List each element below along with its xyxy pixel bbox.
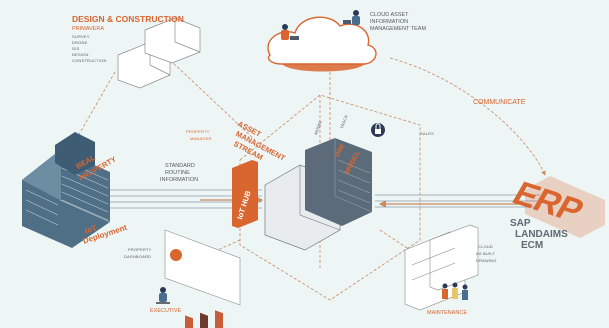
property-manager-label-1: PROPERTY (186, 129, 210, 134)
executive-label: EXECUTIVE (150, 308, 182, 314)
sales-tag: SALES (420, 131, 434, 136)
cloud-drawing-label-3: DRAWING (476, 258, 497, 263)
standard-info-label-3: INFORMATION (160, 177, 199, 183)
design-item-construction: CONSTRUCTION (72, 58, 107, 63)
iot-hub-box (232, 160, 258, 228)
maintenance-label: MAINTENANCE (427, 310, 468, 316)
bim-to-maintenance-line (379, 229, 411, 251)
cloud-drawing-label-1: CLOUD (478, 244, 494, 249)
property-dashboard-label-1: PROPERTY (128, 247, 152, 252)
design-construction-subtitle: PRIMAVERA (72, 26, 104, 32)
design-boxes-illustration (117, 17, 201, 89)
design-to-hub-line (169, 59, 256, 141)
design-item-design: DESIGN (72, 52, 89, 57)
communicate-arc (389, 57, 546, 176)
cloud-drawing-label-2: AS BUILT (476, 251, 496, 256)
cloud-team-label-3: MANAGEMENT TEAM (370, 26, 427, 32)
maintenance-drawings (404, 224, 479, 311)
erp-logo-shape (525, 176, 605, 238)
property-manager-label-2: MANAGER (190, 136, 212, 141)
central-cube-outline (239, 94, 421, 301)
erp-line-sap: SAP (510, 218, 531, 229)
lock-icon (371, 123, 385, 137)
cloud-team-label-2: INFORMATION (370, 19, 409, 25)
cloud-team-label-1: CLOUD ASSET (370, 12, 409, 18)
design-item-drone: DRONE (72, 40, 88, 45)
design-item-gis: GIS (72, 46, 80, 51)
standard-info-label-1: STANDARD (165, 163, 195, 169)
bim-building (264, 138, 373, 251)
property-dashboard-label-2: DASHBOARD (124, 254, 152, 259)
real-property-building (22, 132, 111, 248)
erp-line-ecm: ECM (521, 240, 544, 251)
cloud-team-people (281, 10, 360, 40)
standard-info-label-2: ROUTINE (165, 170, 190, 176)
design-item-survey: SURVEY (72, 34, 90, 39)
communicate-label: COMMUNICATE (473, 99, 526, 106)
erp-line-landaims: LANDAIMS (515, 229, 568, 240)
design-construction-title: DESIGN & CONSTRUCTION (72, 14, 184, 24)
executive-person (156, 287, 170, 304)
cloud-illustration (267, 16, 377, 72)
maintenance-people (442, 282, 468, 300)
